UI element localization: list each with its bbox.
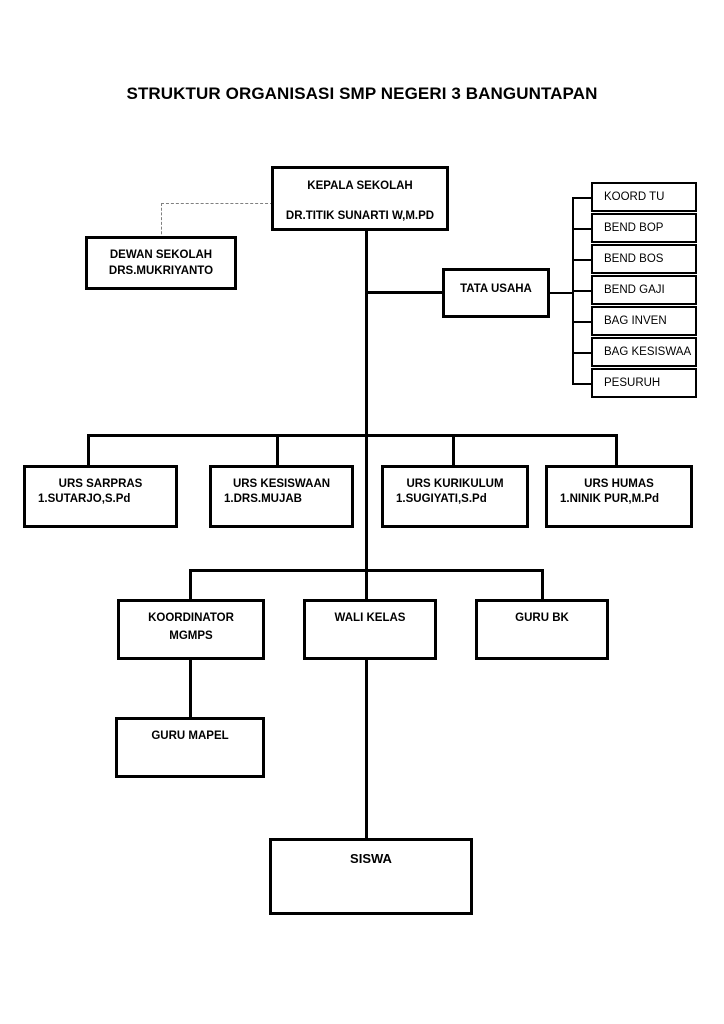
node-koordinator-mgmps-title: KOORDINATOR bbox=[148, 612, 234, 624]
node-urs-kurikulum[interactable]: URS KURIKULUM 1.SUGIYATI,S.Pd bbox=[381, 465, 529, 528]
connector-drop-urs-sarpras bbox=[87, 434, 90, 466]
node-guru-bk-title: GURU BK bbox=[515, 612, 569, 624]
node-bag-inven[interactable]: BAG INVEN bbox=[591, 306, 697, 336]
node-tata-usaha[interactable]: TATA USAHA bbox=[442, 268, 550, 318]
node-urs-humas[interactable]: URS HUMAS 1.NINIK PUR,M.Pd bbox=[545, 465, 693, 528]
node-guru-mapel[interactable]: GURU MAPEL bbox=[115, 717, 265, 778]
node-urs-kesiswaan-subtitle: 1.DRS.MUJAB bbox=[224, 493, 302, 505]
node-bag-kesiswaa-label: BAG KESISWAA bbox=[604, 346, 692, 358]
connector-drop-urs-kesiswaan bbox=[276, 434, 279, 466]
node-urs-humas-subtitle: 1.NINIK PUR,M.Pd bbox=[560, 493, 660, 505]
node-koord-tu[interactable]: KOORD TU bbox=[591, 182, 697, 212]
node-urs-kesiswaan[interactable]: URS KESISWAAN 1.DRS.MUJAB bbox=[209, 465, 354, 528]
node-bend-bop-label: BEND BOP bbox=[604, 222, 664, 234]
connector-trunk-to-tata-usaha bbox=[365, 291, 443, 294]
node-urs-kurikulum-title: URS KURIKULUM bbox=[406, 478, 504, 490]
node-wali-kelas[interactable]: WALI KELAS bbox=[303, 599, 437, 660]
node-urs-kesiswaan-title: URS KESISWAAN bbox=[232, 478, 331, 490]
connector-drop-urs-kurikulum bbox=[452, 434, 455, 466]
node-bend-gaji-label: BEND GAJI bbox=[604, 284, 665, 296]
node-urs-kurikulum-subtitle: 1.SUGIYATI,S.Pd bbox=[396, 493, 487, 505]
node-bag-inven-label: BAG INVEN bbox=[604, 315, 667, 327]
connector-wali-kelas-to-siswa bbox=[365, 660, 368, 839]
connector-tu-stub-6 bbox=[572, 352, 592, 354]
node-siswa[interactable]: SISWA bbox=[269, 838, 473, 915]
connector-main-trunk-upper bbox=[365, 231, 368, 435]
node-kepala-sekolah-title: KEPALA SEKOLAH bbox=[307, 180, 413, 192]
connector-drop-urs-humas bbox=[615, 434, 618, 466]
node-koordinator-mgmps[interactable]: KOORDINATOR MGMPS bbox=[117, 599, 265, 660]
node-urs-sarpras-title: URS SARPRAS bbox=[58, 478, 143, 490]
node-kepala-sekolah-subtitle: DR.TITIK SUNARTI W,M.PD bbox=[285, 210, 435, 222]
node-guru-bk[interactable]: GURU BK bbox=[475, 599, 609, 660]
node-bend-bos[interactable]: BEND BOS bbox=[591, 244, 697, 274]
node-urs-humas-title: URS HUMAS bbox=[584, 478, 654, 490]
connector-drop-guru-bk bbox=[541, 569, 544, 600]
node-wali-kelas-title: WALI KELAS bbox=[334, 612, 406, 624]
node-dewan-sekolah[interactable]: DEWAN SEKOLAH DRS.MUKRIYANTO bbox=[85, 236, 237, 290]
connector-tu-stub-7 bbox=[572, 383, 592, 385]
connector-drop-koordinator bbox=[189, 569, 192, 600]
node-koordinator-mgmps-subtitle: MGMPS bbox=[169, 630, 213, 642]
connector-tu-stub-5 bbox=[572, 321, 592, 323]
connector-tu-stub-3 bbox=[572, 259, 592, 261]
connector-urusan-bus bbox=[87, 434, 618, 437]
node-siswa-title: SISWA bbox=[350, 851, 392, 866]
connector-tu-stub-2 bbox=[572, 228, 592, 230]
node-kepala-sekolah[interactable]: KEPALA SEKOLAH DR.TITIK SUNARTI W,M.PD bbox=[271, 166, 449, 231]
connector-kepala-to-dewan-vertical bbox=[161, 203, 162, 239]
connector-tata-usaha-to-tu-spine bbox=[549, 292, 574, 294]
connector-tu-stub-4 bbox=[572, 290, 592, 292]
node-bend-bos-label: BEND BOS bbox=[604, 253, 664, 265]
node-dewan-sekolah-subtitle: DRS.MUKRIYANTO bbox=[108, 265, 214, 277]
node-urs-sarpras[interactable]: URS SARPRAS 1.SUTARJO,S.Pd bbox=[23, 465, 178, 528]
node-bag-kesiswaa[interactable]: BAG KESISWAA bbox=[591, 337, 697, 367]
connector-main-trunk-middle bbox=[365, 434, 368, 600]
node-urs-sarpras-subtitle: 1.SUTARJO,S.Pd bbox=[38, 493, 131, 505]
node-bend-gaji[interactable]: BEND GAJI bbox=[591, 275, 697, 305]
connector-tu-stub-1 bbox=[572, 197, 592, 199]
connector-kepala-to-dewan-horizontal bbox=[161, 203, 273, 204]
page-title: STRUKTUR ORGANISASI SMP NEGERI 3 BANGUNT… bbox=[126, 84, 598, 103]
node-guru-mapel-title: GURU MAPEL bbox=[151, 730, 229, 742]
node-pesuruh-label: PESURUH bbox=[604, 377, 661, 389]
node-koord-tu-label: KOORD TU bbox=[604, 191, 665, 203]
node-pesuruh[interactable]: PESURUH bbox=[591, 368, 697, 398]
node-bend-bop[interactable]: BEND BOP bbox=[591, 213, 697, 243]
node-dewan-sekolah-title: DEWAN SEKOLAH bbox=[109, 249, 213, 261]
connector-row3-bus bbox=[189, 569, 544, 572]
connector-koordinator-to-guru-mapel bbox=[189, 660, 192, 718]
node-tata-usaha-title: TATA USAHA bbox=[460, 283, 532, 295]
